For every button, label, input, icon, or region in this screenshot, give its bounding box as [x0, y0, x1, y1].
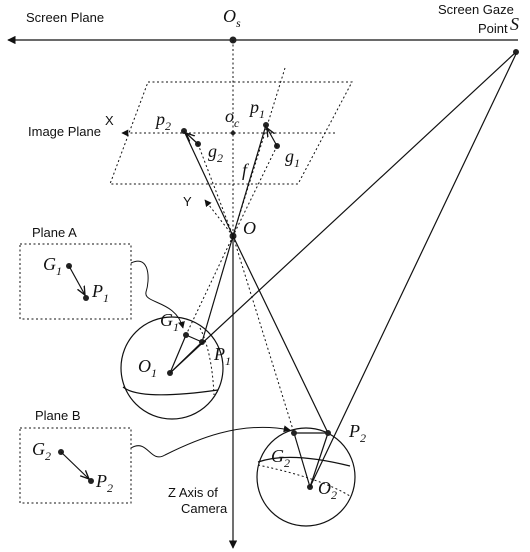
label-G_1: G1: [160, 310, 179, 334]
label-p_2: p2: [154, 109, 171, 133]
label-O_2: O2: [318, 478, 337, 502]
plane-b-box: [19, 427, 132, 504]
ray-o-to-g1: [185, 235, 234, 336]
label-f: f: [242, 160, 250, 180]
plane-a-p1-point: [83, 295, 89, 301]
p1-pupil-point: [199, 339, 205, 345]
label-g_1: g1: [285, 146, 300, 170]
plane-b-label-G2: G2: [32, 439, 51, 463]
image-plane-label: Image Plane: [28, 124, 101, 139]
g1-to-p1-vector: [267, 128, 278, 147]
p2-pupil-point: [325, 430, 331, 436]
image-plane: [109, 81, 353, 185]
g1-glint-point: [183, 332, 189, 338]
ray-p2: [183, 130, 234, 237]
z-axis-label-line1: Z Axis of: [168, 485, 218, 500]
plane-a-label-P1: P1: [91, 281, 109, 305]
label-O_s: Os: [223, 6, 241, 30]
label-o_c: oc: [225, 106, 240, 130]
label-O_1: O1: [138, 356, 157, 380]
label-G_2: G2: [271, 446, 290, 470]
plane-a-label: Plane A: [32, 225, 77, 240]
ray-g2: [197, 143, 234, 237]
screen-plane-label: Screen Plane: [26, 10, 104, 25]
label-P_2: P2: [348, 421, 366, 445]
ray-o-to-p1: [201, 235, 234, 343]
plane-b-label: Plane B: [35, 408, 81, 423]
screen-gaze-point-label-line2: Point: [478, 21, 508, 36]
label-g_2: g2: [208, 141, 223, 165]
plane-a-box: [19, 243, 132, 320]
screen-gaze-point-label-line1: Screen Gaze: [438, 2, 514, 17]
x-axis-label: X: [105, 113, 114, 128]
label-P_1: P1: [213, 344, 231, 368]
image-plane-y-axis: [204, 199, 234, 237]
eyeball-1: [120, 316, 224, 420]
z-axis-label-line2: Camera: [181, 501, 228, 516]
g2-to-p2-vector: [186, 133, 199, 145]
label-O: O: [243, 218, 256, 238]
oc-point: [230, 130, 236, 136]
plane-a-connector: [130, 260, 185, 329]
plane-b-vector: [60, 451, 89, 479]
ray-o-to-p2: [232, 235, 329, 434]
label-p_1: p1: [248, 97, 265, 121]
plane-a-label-G1: G1: [43, 254, 62, 278]
g2-glint-point: [291, 430, 297, 436]
eyeball-2: [256, 427, 356, 527]
y-axis-label: Y: [183, 194, 192, 209]
plane-a-vector: [68, 265, 85, 295]
plane-b-connector: [130, 425, 291, 458]
label-S: S: [510, 14, 519, 34]
ray-o-to-g2: [232, 235, 295, 434]
plane-b-label-P2: P2: [95, 471, 113, 495]
ray-g1: [232, 145, 278, 237]
gaze-line-eye2: [309, 53, 517, 488]
gaze-line-eye1: [169, 52, 516, 374]
ray-p1: [232, 124, 267, 237]
